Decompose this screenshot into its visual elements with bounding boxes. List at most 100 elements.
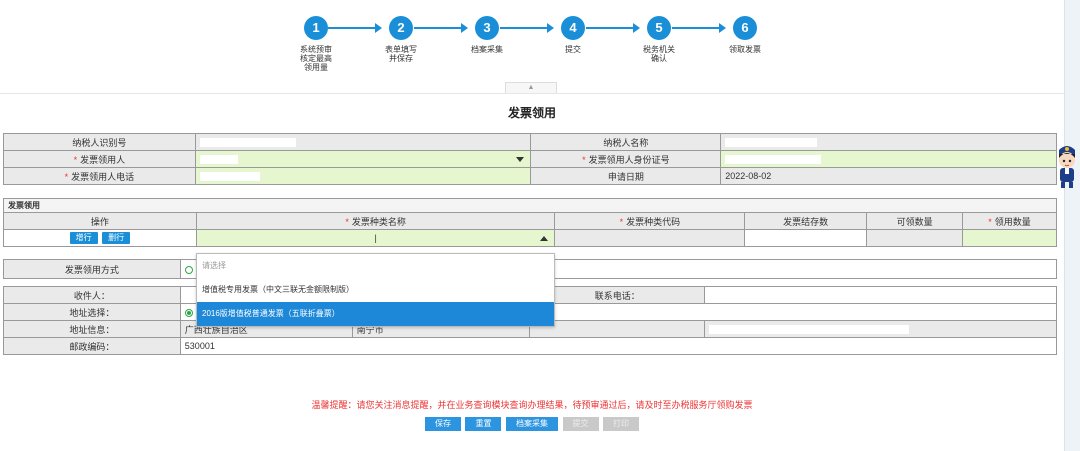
method-radio[interactable] xyxy=(184,265,193,274)
reset-button[interactable]: 重置 xyxy=(465,417,502,431)
step-3-number: 3 xyxy=(475,16,499,40)
table-row: 增行 删行 | xyxy=(3,229,1057,247)
address-info-label: 地址信息： xyxy=(3,320,181,338)
select-cursor: | xyxy=(374,233,377,243)
apply-date-value: 2022-08-02 xyxy=(720,167,1057,185)
recipient-phone-label-text: 发票领用人电话 xyxy=(71,171,135,182)
step-1-number: 1 xyxy=(304,16,328,40)
recipient-id-field[interactable] xyxy=(720,150,1057,168)
col-qty: *领用数量 xyxy=(962,212,1057,230)
col-type-code: *发票种类代码 xyxy=(554,212,746,230)
required-mark: * xyxy=(988,216,992,227)
col-stock: 发票结存数 xyxy=(744,212,868,230)
step-arrow xyxy=(586,23,640,33)
taxpayer-name-value xyxy=(720,133,1057,151)
step-1: 1 系统预审 核定最高 领用量 xyxy=(286,16,346,72)
chevron-down-icon xyxy=(516,157,525,162)
step-4: 4 提交 xyxy=(543,16,603,54)
save-button[interactable]: 保存 xyxy=(424,417,461,431)
chevron-up-icon: ▲ xyxy=(527,84,535,91)
recipient-select[interactable] xyxy=(194,150,532,168)
step-arrow xyxy=(414,23,468,33)
table-row: *发票领用人电话 申请日期 2022-08-02 xyxy=(3,167,1057,185)
archive-button[interactable]: 档案采集 xyxy=(506,417,558,431)
collapse-stepper-toggle[interactable]: ▲ xyxy=(505,82,557,93)
district-value xyxy=(529,320,706,338)
table-row: *发票领用人 *发票领用人身份证号 xyxy=(3,150,1057,168)
recipient-id-label-text: 发票领用人身份证号 xyxy=(588,154,670,165)
taxpayer-name-label: 纳税人名称 xyxy=(530,133,722,151)
col-op: 操作 xyxy=(3,212,197,230)
street-value xyxy=(704,320,1057,338)
step-2-label: 表单填写 并保存 xyxy=(385,45,417,63)
step-6: 6 领取发票 xyxy=(715,16,775,54)
invoice-available xyxy=(866,229,964,247)
action-bar: 保存 重置 档案采集 提交 打印 xyxy=(0,417,1064,431)
taxpayer-id-value xyxy=(194,133,532,151)
step-arrow xyxy=(672,23,726,33)
step-6-label: 领取发票 xyxy=(729,45,761,54)
taxpayer-id-label: 纳税人识别号 xyxy=(3,133,196,151)
add-row-button[interactable]: 增行 xyxy=(69,232,98,244)
step-4-label: 提交 xyxy=(565,45,581,54)
assistant-mascot-icon[interactable] xyxy=(1054,140,1080,190)
table-row: 纳税人识别号 纳税人名称 xyxy=(3,133,1057,151)
row-ops: 增行 删行 xyxy=(3,229,197,247)
step-3: 3 档案采集 xyxy=(457,16,517,54)
required-mark: * xyxy=(619,216,624,227)
step-3-label: 档案采集 xyxy=(471,45,503,54)
chevron-up-icon xyxy=(540,236,549,241)
address-radio[interactable] xyxy=(184,308,193,317)
dropdown-option-general-vat[interactable]: 2016版增值税普通发票（五联折叠票） xyxy=(197,302,554,326)
invoice-table: 操作 *发票种类名称 *发票种类代码 发票结存数 可领数量 *领用数量 增行 删… xyxy=(3,212,1057,247)
table-header-row: 操作 *发票种类名称 *发票种类代码 发票结存数 可领数量 *领用数量 xyxy=(3,212,1057,230)
receiver-label: 收件人： xyxy=(3,286,181,304)
process-stepper: 1 系统预审 核定最高 领用量 2 表单填写 并保存 3 档案采集 4 提交 5… xyxy=(0,0,1064,92)
col-type-name-text: 发票种类名称 xyxy=(351,216,406,227)
recipient-phone-label: *发票领用人电话 xyxy=(3,167,196,185)
step-5-number: 5 xyxy=(647,16,671,40)
submit-button[interactable]: 提交 xyxy=(562,417,599,431)
invoice-stock xyxy=(744,229,868,247)
print-button[interactable]: 打印 xyxy=(603,417,640,431)
divider xyxy=(0,93,1064,94)
step-arrow xyxy=(500,23,554,33)
step-2-number: 2 xyxy=(389,16,413,40)
required-mark: * xyxy=(582,154,586,165)
contact-phone-label: 联系电话： xyxy=(529,286,706,304)
delete-row-button[interactable]: 删行 xyxy=(102,232,131,244)
invoice-type-select[interactable]: | xyxy=(195,229,556,247)
contact-phone-field[interactable] xyxy=(704,286,1057,304)
step-5-label: 税务机关 确认 xyxy=(643,45,675,63)
zip-value: 530001 xyxy=(179,337,1058,355)
step-6-number: 6 xyxy=(733,16,757,40)
apply-date-label: 申请日期 xyxy=(530,167,722,185)
step-5: 5 税务机关 确认 xyxy=(629,16,689,63)
required-mark: * xyxy=(73,154,78,165)
invoice-type-code xyxy=(554,229,746,247)
zip-label: 邮政编码： xyxy=(3,337,181,355)
col-type-code-text: 发票种类代码 xyxy=(626,216,681,227)
table-row: 邮政编码： 530001 xyxy=(3,337,1058,355)
dropdown-option-placeholder[interactable]: 请选择 xyxy=(202,261,226,270)
step-4-number: 4 xyxy=(561,16,585,40)
invoice-qty-field[interactable] xyxy=(962,229,1057,247)
col-qty-text: 领用数量 xyxy=(994,216,1031,227)
warning-text: 温馨提醒：请您关注消息提醒，并在业务查询模块查询办理结果，待预审通过后，请及时至… xyxy=(311,400,753,410)
step-1-label: 系统预审 核定最高 领用量 xyxy=(300,45,332,72)
invoice-section-title: 发票领用 xyxy=(3,198,1057,212)
vertical-scrollbar[interactable] xyxy=(1064,0,1080,451)
invoice-type-dropdown: 请选择 增值税专用发票（中文三联无金额限制版） 2016版增值税普通发票（五联折… xyxy=(196,253,555,327)
recipient-phone-field[interactable] xyxy=(194,167,532,185)
required-mark: * xyxy=(345,216,349,227)
col-type-name: *发票种类名称 xyxy=(195,212,556,230)
recipient-label: *发票领用人 xyxy=(3,150,196,168)
page-title: 发票领用 xyxy=(507,106,556,120)
required-mark: * xyxy=(64,171,69,182)
address-select-label: 地址选择： xyxy=(3,303,181,321)
step-arrow xyxy=(328,23,382,33)
step-2: 2 表单填写 并保存 xyxy=(371,16,431,63)
recipient-id-label: *发票领用人身份证号 xyxy=(530,150,722,168)
dropdown-option-special-vat[interactable]: 增值税专用发票（中文三联无金额限制版） xyxy=(202,285,354,294)
method-label: 发票领用方式 xyxy=(3,259,181,279)
